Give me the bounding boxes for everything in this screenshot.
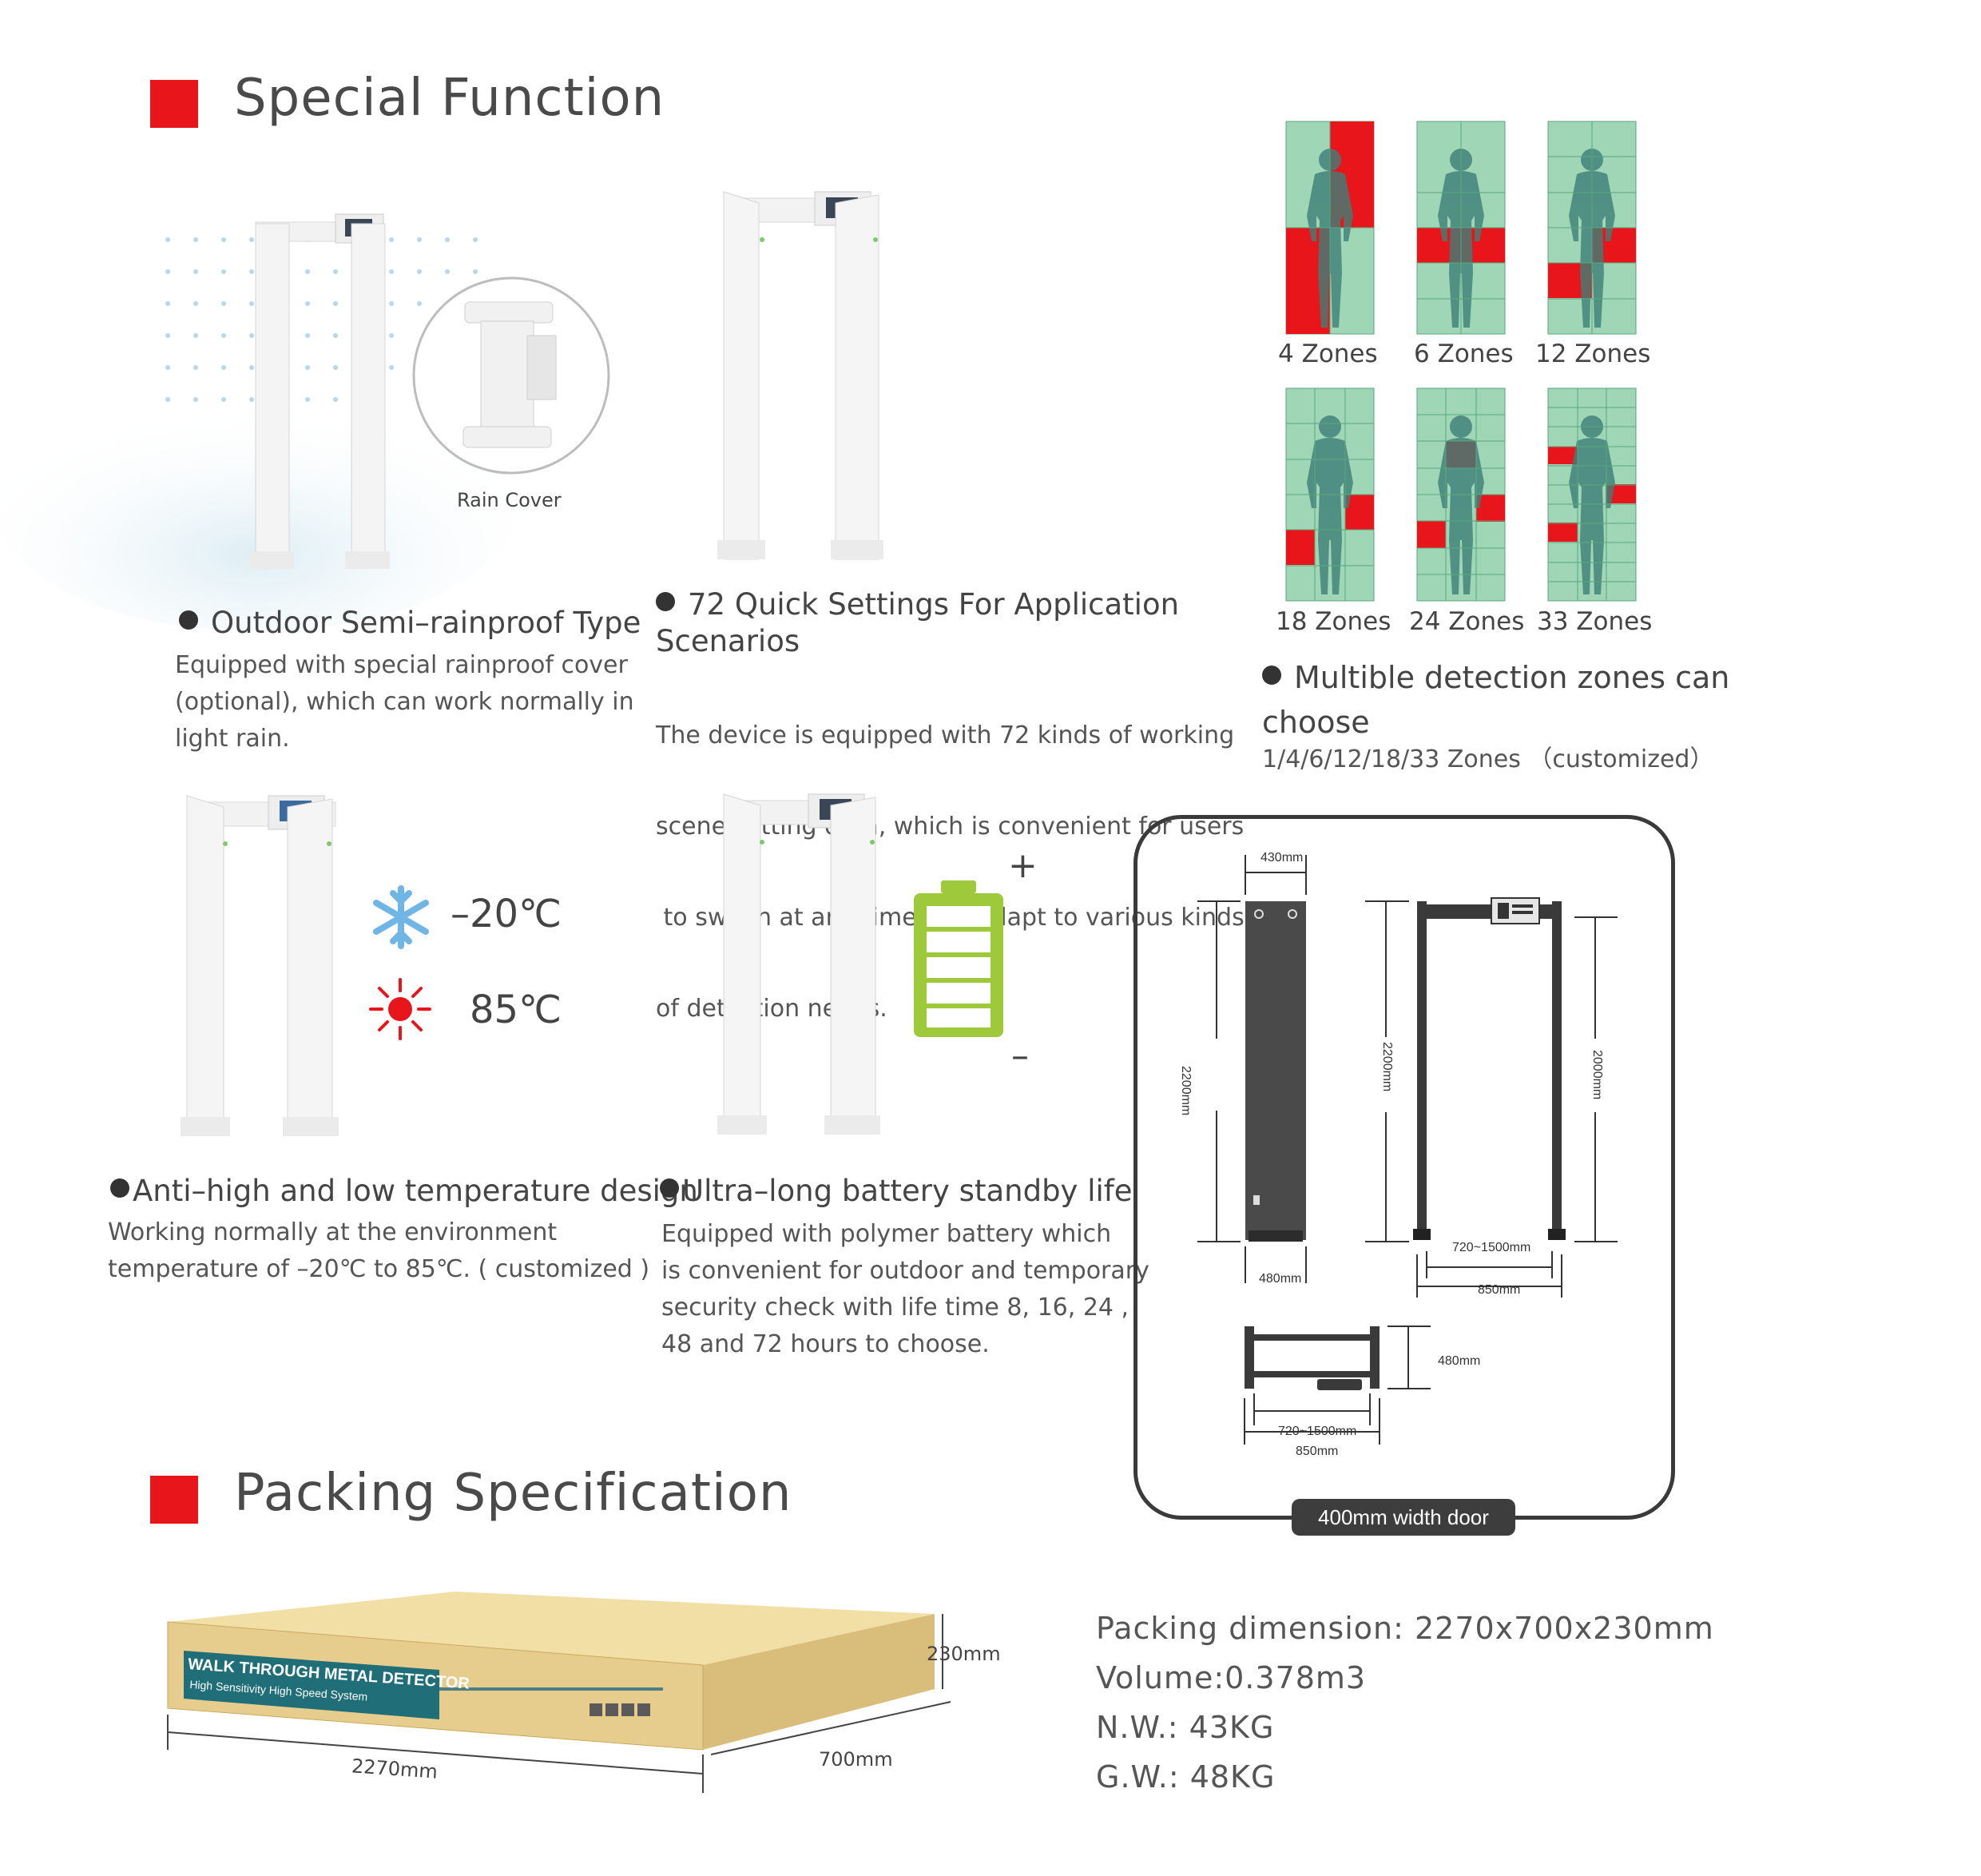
gate-illustration-4 [717, 793, 880, 1135]
battery-icon [914, 880, 1003, 1037]
feature-zones-desc: 1/4/6/12/18/33 Zones （customized） [1262, 745, 1714, 773]
zone-label-4: 4 Zones [1278, 340, 1378, 368]
packing-net-weight: N.W.: 43KG [1096, 1710, 1275, 1745]
feature-outdoor-title: Outdoor Semi–rainproof Type [179, 605, 641, 642]
battery-minus: – [1011, 1035, 1029, 1076]
packing-volume: Volume:0.378m3 [1096, 1660, 1367, 1695]
dim-480-side: 480mm [1259, 1272, 1302, 1286]
temp-low: –20℃ [451, 892, 562, 936]
feature-quick-settings-title: 72 Quick Settings For Application Scenar… [656, 587, 1180, 658]
zone-label-12: 12 Zones [1535, 340, 1651, 368]
section-marker [150, 1476, 198, 1524]
zones-illustration [1285, 121, 1637, 602]
feature-temperature-title: Anti–high and low temperature design [110, 1173, 698, 1210]
dim-2200-front: 2200mm [1380, 1042, 1394, 1092]
dim-2200-side: 2200mm [1179, 1066, 1193, 1116]
zone-label-33: 33 Zones [1537, 607, 1653, 636]
dim-480-top: 480mm [1438, 1354, 1481, 1368]
sun-icon [369, 978, 431, 1040]
packing-gross-weight: G.W.: 48KG [1096, 1759, 1276, 1795]
zone-label-24: 24 Zones [1409, 607, 1525, 636]
section-marker [150, 80, 198, 128]
dim-850-front: 850mm [1478, 1283, 1521, 1297]
bullet-icon [110, 1178, 129, 1198]
rain-gate-illustration [0, 213, 610, 631]
bullet-icon [656, 592, 675, 611]
dim-720-1500-top: 720~1500mm [1278, 1425, 1357, 1438]
bullet-icon [660, 1178, 679, 1198]
feature-battery-desc: Equipped with polymer battery which is c… [661, 1220, 1149, 1358]
dim-2000-front: 2000mm [1590, 1050, 1604, 1100]
snowflake-icon [373, 885, 429, 949]
dim-430: 430mm [1260, 851, 1304, 864]
section-title-special-function: Special Function [234, 69, 665, 128]
gate-illustration-2 [717, 191, 883, 560]
zone-label-6: 6 Zones [1414, 340, 1514, 368]
dim-720-1500-front: 720~1500mm [1452, 1241, 1531, 1254]
dim-850-top: 850mm [1296, 1445, 1339, 1458]
feature-outdoor-desc: Equipped with special rainproof cover (o… [175, 651, 634, 753]
feature-battery-title: Ultra–long battery standby life [660, 1173, 1133, 1210]
bullet-icon [179, 610, 198, 630]
packing-dimension: Packing dimension: 2270x700x230mm [1096, 1611, 1714, 1646]
packing-box-illustration [167, 1592, 951, 1793]
zone-label-18: 18 Zones [1276, 607, 1391, 636]
gate-illustration-3 [181, 795, 339, 1136]
temp-high: 85℃ [470, 988, 562, 1032]
feature-temperature-desc: Working normally at the environment temp… [108, 1218, 650, 1283]
dimension-drawing [1197, 855, 1618, 1536]
box-depth-label: 700mm [819, 1748, 893, 1771]
box-height-label: 230mm [927, 1643, 1001, 1665]
feature-zones-title: Multible detection zones can choose [1262, 660, 1730, 740]
section-title-packing: Packing Specification [234, 1464, 792, 1523]
bullet-icon [1262, 666, 1281, 685]
battery-plus: + [1008, 845, 1038, 886]
rain-cover-label: Rain Cover [457, 489, 562, 511]
door-width-caption: 400mm width door [1318, 1505, 1489, 1529]
